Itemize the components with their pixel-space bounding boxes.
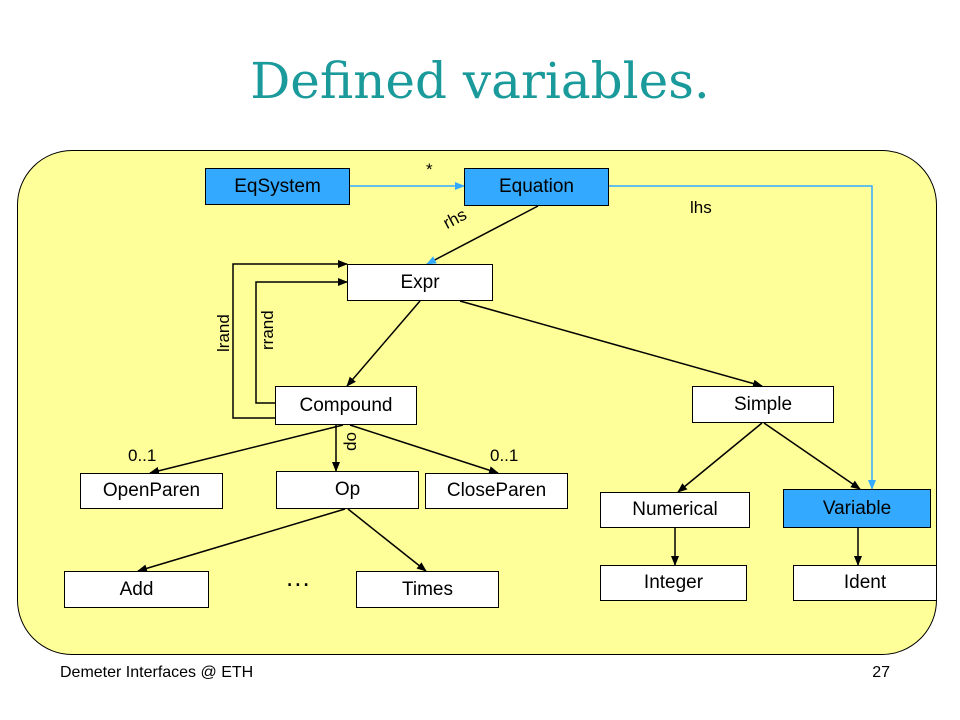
label-rrand: rrand bbox=[258, 310, 277, 350]
node-ident: Ident bbox=[793, 565, 937, 601]
node-numerical: Numerical bbox=[600, 492, 750, 528]
edge-compound-openparen bbox=[149, 424, 344, 475]
node-integer: Integer bbox=[600, 565, 747, 601]
node-compound: Compound bbox=[275, 386, 417, 425]
footer-left: Demeter Interfaces @ ETH bbox=[60, 664, 254, 681]
label-ellipsis: ... bbox=[286, 562, 311, 592]
label-op: op bbox=[343, 432, 362, 451]
node-times: Times bbox=[356, 571, 499, 608]
edge-equation-variable-lhs bbox=[609, 185, 876, 490]
label-lrand: lrand bbox=[214, 314, 233, 352]
edge-equation-expr-rhs bbox=[426, 205, 539, 265]
label-openparen-mult: 0..1 bbox=[128, 446, 157, 465]
edge-op-times bbox=[347, 508, 427, 572]
label-star: * bbox=[426, 160, 433, 179]
edge-compound-expr-rrand bbox=[255, 278, 348, 404]
label-closeparen-mult: 0..1 bbox=[490, 446, 519, 465]
page-number: 27 bbox=[872, 664, 890, 681]
node-openparen: OpenParen bbox=[80, 473, 223, 509]
edge-simple-variable bbox=[763, 422, 861, 490]
node-eqsystem: EqSystem bbox=[205, 168, 350, 205]
edge-compound-closeparen bbox=[349, 424, 499, 475]
node-variable: Variable bbox=[783, 489, 931, 528]
node-add: Add bbox=[64, 571, 209, 608]
edge-op-add bbox=[137, 508, 346, 573]
node-simple: Simple bbox=[692, 386, 834, 423]
node-equation: Equation bbox=[464, 168, 609, 206]
edge-expr-compound bbox=[346, 300, 421, 387]
node-closeparen: CloseParen bbox=[425, 473, 568, 509]
slide-title: Defined variables. bbox=[250, 52, 710, 110]
edge-simple-numerical bbox=[677, 422, 763, 493]
edge-expr-simple bbox=[459, 300, 763, 388]
node-expr: Expr bbox=[347, 264, 493, 301]
node-op: Op bbox=[276, 471, 419, 509]
label-lhs: lhs bbox=[690, 198, 712, 217]
